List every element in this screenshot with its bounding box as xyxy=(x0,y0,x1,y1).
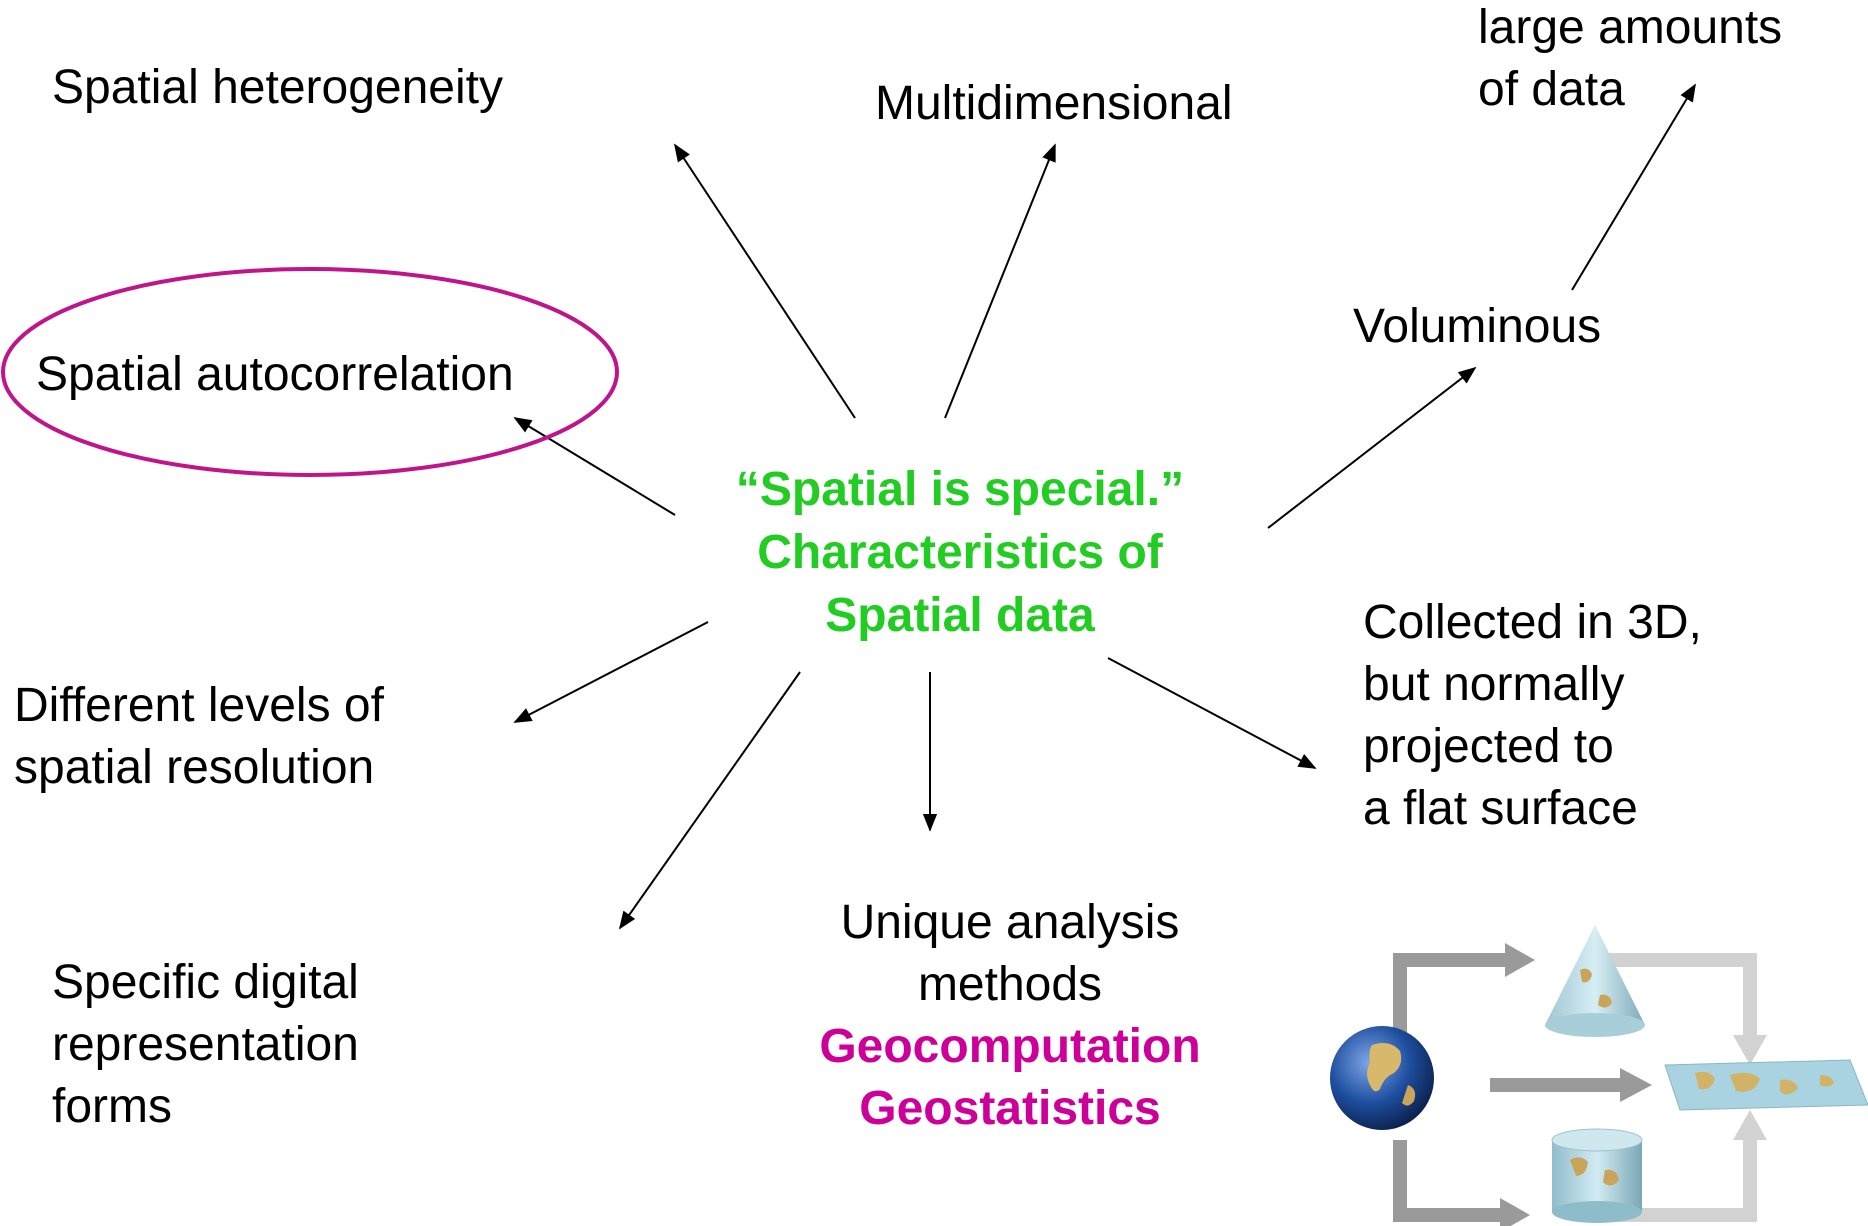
node-heterogeneity: Spatial heterogeneity xyxy=(52,61,503,114)
node-representation-line-1: Specific digital xyxy=(52,956,359,1009)
node-projection: Collected in 3D, but normally projected … xyxy=(1363,592,1702,840)
node-resolution: Different levels of spatial resolution xyxy=(14,675,384,799)
globe-icon xyxy=(1330,1026,1434,1130)
node-autocorrelation: Spatial autocorrelation xyxy=(36,348,514,401)
cone-projection-icon xyxy=(1545,925,1645,1037)
node-multidimensional: Multidimensional xyxy=(875,77,1233,130)
arrow-to-representation xyxy=(618,671,801,930)
node-resolution-line-1: Different levels of xyxy=(14,679,384,732)
node-projection-line-4: a flat surface xyxy=(1363,782,1638,835)
highlight-ellipse xyxy=(1,267,619,477)
node-projection-line-3: projected to xyxy=(1363,720,1614,773)
center-line-1: “Spatial is special.” xyxy=(735,463,1185,516)
node-volume-line-1: large amounts xyxy=(1478,1,1783,54)
cylinder-projection-icon xyxy=(1551,1128,1643,1223)
arrow-to-volume xyxy=(1571,83,1696,291)
map-projection-illustration xyxy=(1330,925,1868,1226)
node-volume: large amounts of data xyxy=(1478,0,1782,121)
node-voluminous: Voluminous xyxy=(1353,300,1602,353)
node-resolution-line-2: spatial resolution xyxy=(14,741,375,794)
node-projection-line-2: but normally xyxy=(1363,658,1625,711)
node-representation: Specific digital representation forms xyxy=(52,952,359,1138)
arrow-to-projection xyxy=(1107,657,1317,769)
node-representation-line-2: representation xyxy=(52,1018,359,1071)
center-line-3: Spatial data xyxy=(825,589,1095,642)
flow-arrows xyxy=(1393,953,1620,1222)
arrow-to-heterogeneity xyxy=(674,143,856,419)
node-volume-line-2: of data xyxy=(1478,63,1625,116)
node-analysis-line-1: Unique analysis xyxy=(840,896,1180,949)
node-analysis-geocomputation: Geocomputation xyxy=(819,1020,1201,1073)
arrow-to-multidimensional xyxy=(944,143,1056,419)
center-line-2: Characteristics of xyxy=(757,526,1163,579)
node-analysis-geostatistics: Geostatistics xyxy=(859,1082,1161,1135)
node-analysis: Unique analysis methods Geocomputation G… xyxy=(770,892,1250,1140)
node-projection-line-1: Collected in 3D, xyxy=(1363,596,1702,649)
center-node: “Spatial is special.” Characteristics of… xyxy=(700,458,1220,647)
node-representation-line-3: forms xyxy=(52,1080,172,1133)
arrow-to-voluminous xyxy=(1267,366,1477,529)
arrow-to-resolution xyxy=(513,621,709,723)
flat-map-icon xyxy=(1664,1059,1868,1111)
node-analysis-line-2: methods xyxy=(917,958,1103,1011)
arrow-to-autocorrelation xyxy=(513,417,676,516)
